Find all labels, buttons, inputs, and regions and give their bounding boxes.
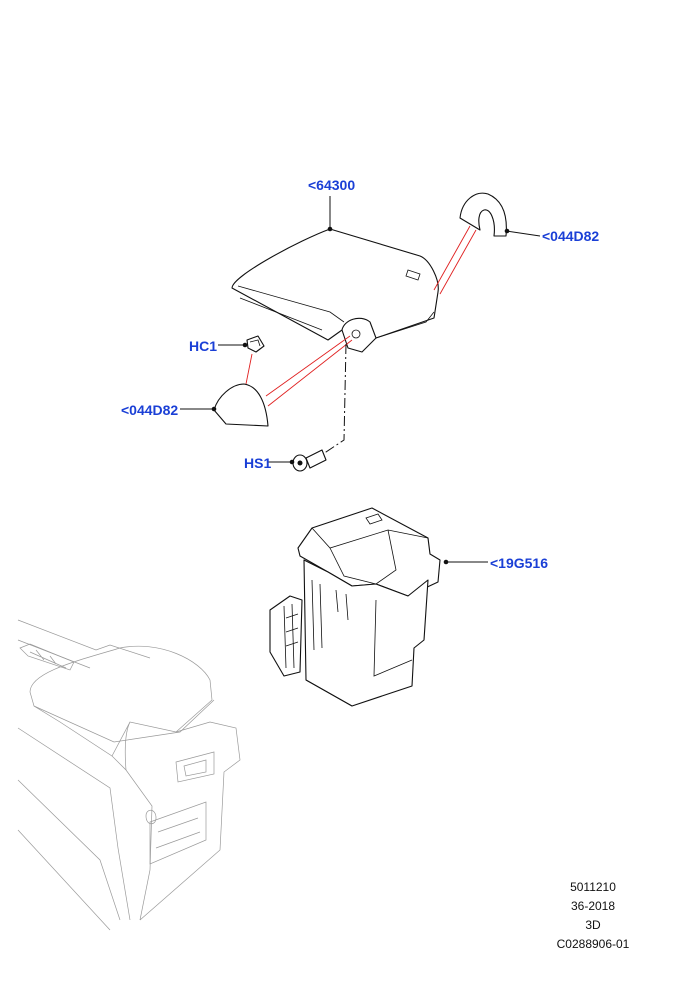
leader-dot-cover-left bbox=[211, 406, 217, 412]
leader-dot-clip bbox=[242, 342, 248, 348]
alignment-line-right-1 bbox=[433, 225, 471, 291]
callout-lid[interactable]: <64300 bbox=[308, 177, 356, 193]
leader-dot-bin bbox=[443, 559, 449, 565]
alignment-line-right-2 bbox=[439, 229, 477, 295]
illustration-number: 5011210 bbox=[570, 880, 616, 894]
callout-clip[interactable]: HC1 bbox=[189, 338, 218, 354]
alignment-line-left-1 bbox=[265, 335, 351, 397]
alignment-line-left-2 bbox=[267, 339, 353, 407]
callout-cover-right[interactable]: <044D82 bbox=[542, 228, 600, 244]
leader-dot-lid bbox=[327, 226, 333, 232]
hinge-cover-right-part[interactable] bbox=[459, 192, 507, 237]
leader-line-cover-right bbox=[505, 230, 541, 237]
console-context-ghost bbox=[17, 619, 241, 931]
screw-part[interactable] bbox=[292, 449, 327, 472]
callout-cover-left[interactable]: <044D82 bbox=[121, 402, 179, 418]
leader-dot-screw bbox=[289, 459, 295, 465]
alignment-line-clip bbox=[245, 353, 253, 385]
armrest-lid-part[interactable] bbox=[231, 228, 439, 353]
callout-screw[interactable]: HS1 bbox=[244, 455, 272, 471]
hinge-cover-left-part[interactable] bbox=[213, 383, 269, 427]
leader-dot-cover-right bbox=[504, 228, 510, 234]
view-label: 3D bbox=[585, 918, 601, 932]
callout-bin[interactable]: <19G516 bbox=[490, 555, 548, 571]
screw-axis-line bbox=[319, 343, 347, 457]
date-code: 36-2018 bbox=[570, 899, 616, 913]
clip-part[interactable] bbox=[246, 335, 265, 353]
drawing-code: C0288906-01 bbox=[556, 937, 630, 951]
storage-bin-part[interactable] bbox=[269, 507, 441, 707]
